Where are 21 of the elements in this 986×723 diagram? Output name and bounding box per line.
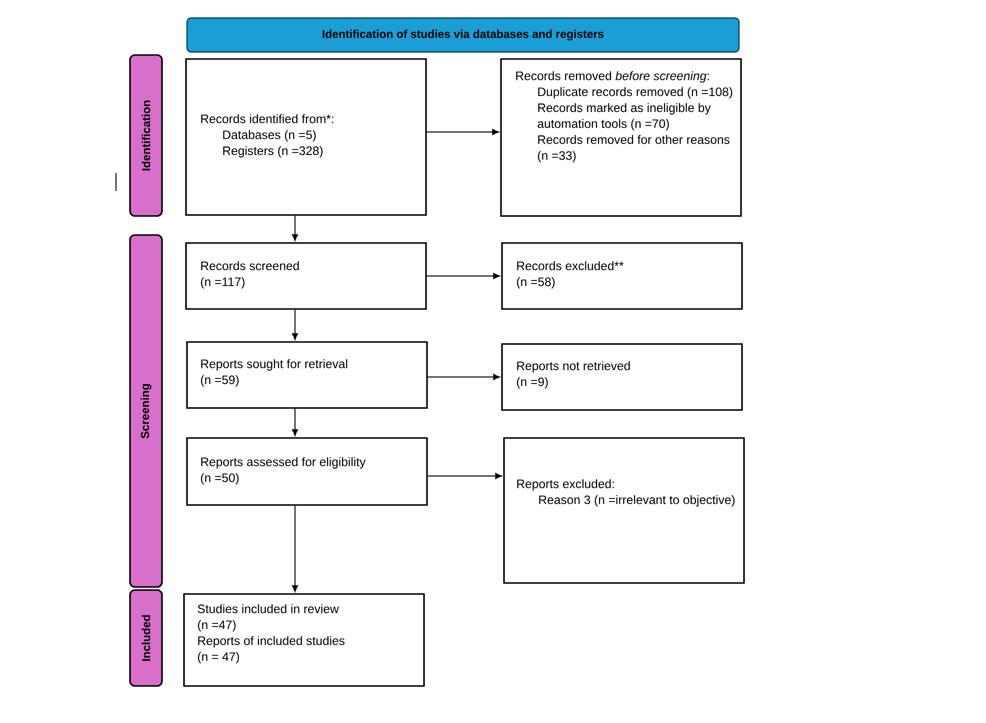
- arrow: [292, 408, 298, 436]
- section-header-band: Identification of studies via databases and registers: [186, 17, 740, 53]
- process-box: Records identified from*: Databases (n =5) Registers (n =328): [185, 58, 427, 216]
- phase-label: Included: [129, 589, 163, 687]
- process-box: Records removed before screening: Duplicate records removed (n =108) Records marked as ineligible by automation tools (n =70) Records removed for other reasons (n =33): [500, 58, 742, 217]
- process-box: Reports sought for retrieval (n =59): [186, 341, 428, 409]
- phase-label: Screening: [129, 234, 163, 588]
- phase-label: Identification: [129, 54, 163, 217]
- arrow: [292, 215, 298, 241]
- process-box: Reports assessed for eligibility (n =50): [186, 437, 428, 506]
- process-box: Reports excluded: Reason 3 (n =irrelevant to objective): [503, 437, 745, 584]
- arrow: [292, 505, 298, 592]
- arrow: [426, 272, 500, 280]
- process-box: Records excluded** (n =58): [501, 242, 743, 310]
- process-box: Studies included in review (n =47) Reports of included studies (n = 47): [183, 593, 425, 687]
- process-box: Records screened (n =117): [185, 242, 427, 310]
- process-box: Reports not retrieved (n =9): [501, 343, 743, 411]
- arrow: [427, 374, 500, 380]
- arrow: [427, 472, 502, 480]
- arrow: [292, 309, 298, 340]
- arrow: [426, 128, 499, 136]
